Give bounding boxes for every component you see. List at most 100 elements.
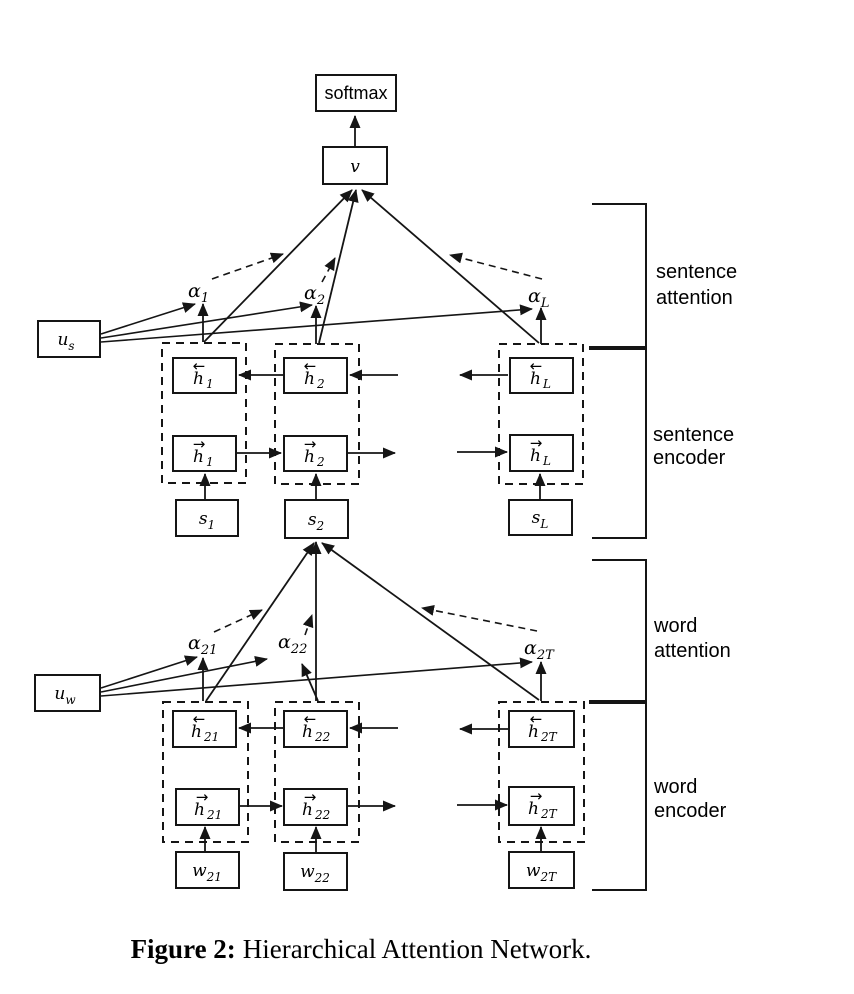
right-arrow-overbar: → [193,435,206,453]
document-vector-label: v [350,157,360,177]
s1-label: s1 [199,509,215,532]
h-fwd-L-box [509,434,574,472]
h-fwd-22-box [283,788,348,826]
alpha2-weighted-arrow [321,257,336,283]
sentence-encoder-label-line2: encoder [653,447,726,469]
figure-caption-text: Hierarchical Attention Network. [243,934,592,964]
alpha2T-weighted-arrow [421,604,538,632]
right-arrow-overbar: → [196,788,209,806]
h-fwd-2T-box [508,786,575,826]
alphaL-weighted-arrow [449,252,543,280]
left-arrow-overbar: ← [193,357,206,375]
softmax-label: softmax [324,83,387,103]
top-classifier: softmax v [315,74,397,185]
s1-box [175,499,239,537]
section-brackets: sentence attention sentence encoder word… [589,203,737,891]
word-attention-bracket [589,559,647,702]
sentence-encoder-label-line1: sentence [653,424,734,446]
alpha2-label: α2 [304,282,325,308]
h-fwd-21-box [175,788,240,826]
alphaL-label: αL [528,285,549,311]
s2-box [284,499,349,539]
left-arrow-overbar: ← [193,710,206,728]
h-back-22-box [283,710,348,748]
word-context-vector-box [34,674,101,712]
word-attention-layer: uw α21 α22 α2T [34,541,555,712]
s2-to-v-arrow [318,189,359,344]
right-arrow-overbar: → [304,788,317,806]
sentence-context-vector-label: us [57,330,74,353]
h-back-1-box [172,357,237,394]
w21-box [175,851,240,889]
h-back-21-box [172,710,237,748]
figure-caption-number: Figure 2: [131,934,236,964]
alpha2T-label: α2T [524,637,555,663]
alpha21-weighted-arrow [213,609,263,633]
word-encoder-bracket [589,702,647,891]
s1-to-v-arrow [203,189,353,343]
sentence-attention-label-line1: sentence [656,261,737,283]
alpha1-label: α1 [188,280,209,306]
wT-to-s2-arrow [321,542,540,701]
softmax-box [315,74,397,112]
sentence-attention-label-line2: attention [656,287,733,309]
w2T-label: w2T [526,861,557,884]
word-encoder-label-line2: encoder [654,800,727,822]
left-arrow-overbar: ← [304,357,317,375]
uw-to-alpha21-arrow [100,655,198,689]
left-arrow-overbar: ← [304,710,317,728]
alpha22-label: α22 [278,631,307,657]
sL-to-v-arrow [361,189,540,344]
left-arrow-overbar: ← [530,710,543,728]
h-fwd-1-box [172,435,237,472]
w21-label: w21 [192,861,222,884]
word-cell-2-dashed-box [274,701,360,843]
sentence-encoder-bracket [589,348,647,539]
word-attention-label-line1: word [653,615,697,637]
sentence-context-vector-box [37,320,101,358]
sentence-attention-layer: us α1 α2 αL [37,189,549,358]
h-fwd-2-box [283,435,348,472]
word-encoder-label-line1: word [653,776,697,798]
w22-box [283,852,348,891]
h22-to-alpha22-arrow [301,663,319,702]
us-to-alpha2-arrow [100,301,313,339]
sL-label: sL [532,508,549,531]
right-arrow-overbar: → [304,435,317,453]
w1-to-s2-arrow [205,542,315,702]
uw-to-alpha22-arrow [100,655,268,693]
left-arrow-overbar: ← [530,357,543,375]
alpha21-label: α21 [188,632,217,658]
sentence-attention-bracket [589,203,647,348]
word-context-vector-label: uw [54,684,76,707]
s2-label: s2 [308,510,324,533]
figure-caption: Figure 2:Hierarchical Attention Network. [131,934,592,964]
alpha1-weighted-arrow [211,252,284,280]
sL-box [508,499,573,536]
alpha22-weighted-arrow [302,614,314,636]
h-back-2T-box [508,710,575,748]
w22-label: w22 [300,862,330,885]
right-arrow-overbar: → [530,434,543,452]
h-back-2-box [283,357,348,394]
uw-to-alpha2T-arrow [100,657,533,697]
word-attention-label-line2: attention [654,640,731,662]
us-to-alpha1-arrow [100,302,196,335]
right-arrow-overbar: → [530,787,543,805]
